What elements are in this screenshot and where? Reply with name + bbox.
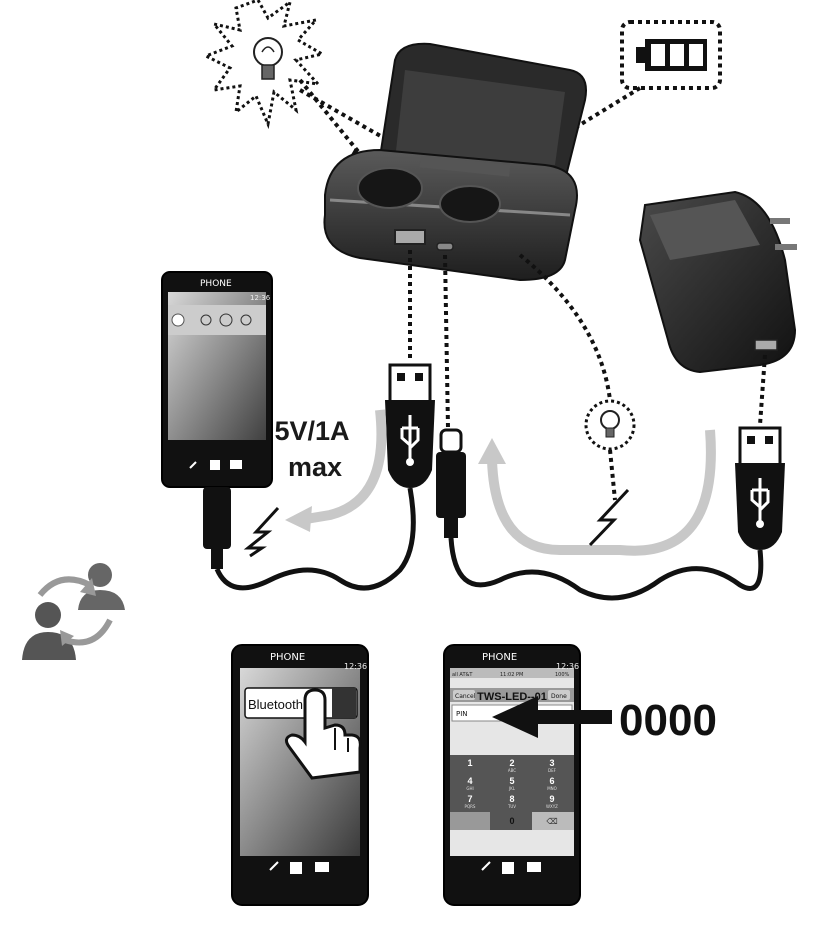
status-battery: 100% xyxy=(555,672,570,678)
flow-arrow-to-phone xyxy=(299,409,387,525)
done-button[interactable]: Done xyxy=(551,693,567,700)
keypad-key-letters: TUV xyxy=(507,804,516,809)
charge-spec-max: max xyxy=(288,452,342,482)
pairing-sync-icon xyxy=(22,563,125,660)
left-earbud xyxy=(357,167,423,209)
keypad-key-9[interactable]: 9 xyxy=(549,794,554,804)
phone-brand-label: PHONE xyxy=(270,652,305,663)
pointing-hand-icon xyxy=(285,688,362,780)
pin-field-label[interactable]: PIN xyxy=(456,710,468,718)
usb-symbol-icon xyxy=(400,415,420,466)
phone-pin-entry xyxy=(443,644,581,906)
usb-a-plug-center xyxy=(385,363,435,488)
keypad-key-5[interactable]: 5 xyxy=(509,776,514,786)
cable-phone-to-case xyxy=(214,487,416,591)
keypad-key-1[interactable]: 1 xyxy=(467,758,472,768)
light-bulb-icon xyxy=(253,37,283,80)
keypad-key-letters: DEF xyxy=(548,768,557,773)
keypad-key-letters: GHI xyxy=(466,786,473,791)
keypad-key-4[interactable]: 4 xyxy=(467,776,472,786)
usb-c-plug xyxy=(203,487,231,549)
pin-code-value: 0000 xyxy=(619,696,717,745)
led-indicator-burst xyxy=(202,0,327,130)
charge-spec-voltage: 5V/1A xyxy=(274,416,349,446)
case-led-dotted-line xyxy=(518,253,612,401)
backspace-icon[interactable]: ⌫ xyxy=(546,817,557,826)
bluetooth-menu-item[interactable]: Bluetooth xyxy=(248,697,303,712)
port-dotted-line xyxy=(443,254,450,429)
keypad-key-0[interactable]: 0 xyxy=(509,816,514,826)
keypad-key-letters: JKL xyxy=(508,786,516,791)
pin-arrow xyxy=(492,696,612,738)
usb-c-plug-center xyxy=(436,428,466,538)
cancel-button[interactable]: Cancel xyxy=(455,693,476,700)
indicator-dotted-line xyxy=(298,78,367,162)
charging-case xyxy=(323,42,587,282)
battery-full-icon xyxy=(636,39,707,71)
phone-brand-label: PHONE xyxy=(200,279,232,289)
phone-charging xyxy=(161,271,273,488)
adapter-dotted-line xyxy=(758,354,767,426)
keypad-key-letters: WXYZ xyxy=(546,804,558,809)
status-carrier: all AT&T xyxy=(452,672,473,678)
phone-brand-label: PHONE xyxy=(482,652,517,663)
charging-led-indicator xyxy=(584,399,636,451)
phone-time-label: 12:36 xyxy=(556,662,579,671)
usb-symbol-icon xyxy=(750,478,770,528)
light-bulb-icon xyxy=(600,410,620,438)
status-time: 11:02 PM xyxy=(500,672,523,678)
keypad-key-3[interactable]: 3 xyxy=(549,758,554,768)
keypad-key-7[interactable]: 7 xyxy=(467,794,472,804)
usb-a-plug-right xyxy=(735,426,785,550)
flow-arrow-to-case xyxy=(487,429,716,556)
keypad-key-6[interactable]: 6 xyxy=(549,776,554,786)
keypad-key-8[interactable]: 8 xyxy=(509,794,514,804)
battery-indicator xyxy=(620,20,722,90)
lightning-icon xyxy=(243,506,280,558)
usb-a-output-port xyxy=(394,229,426,245)
right-earbud xyxy=(439,185,501,223)
wall-adapter xyxy=(638,190,797,374)
keypad-key-letters: PQRS xyxy=(465,804,476,809)
usb-c-input-port xyxy=(436,242,454,251)
keypad-key-2[interactable]: 2 xyxy=(509,758,514,768)
keypad-key-letters: MNO xyxy=(547,786,557,791)
lightning-icon xyxy=(588,488,630,547)
keypad-key-letters: ABC xyxy=(508,768,516,773)
cable-case-to-adapter xyxy=(448,537,764,601)
phone-time-label: 12:36 xyxy=(250,294,271,302)
indicator-dotted-line xyxy=(299,88,476,192)
phone-time-label: 12:36 xyxy=(344,662,367,671)
